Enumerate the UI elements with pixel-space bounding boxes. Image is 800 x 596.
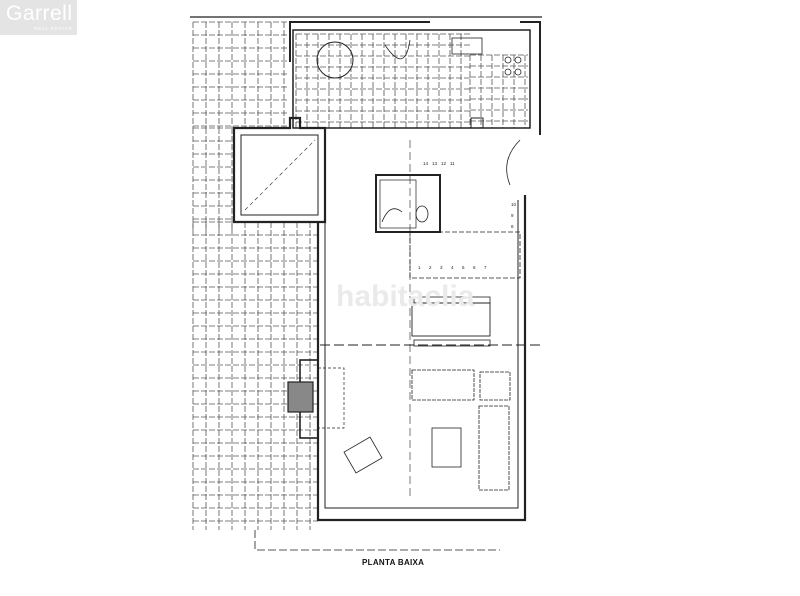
stair-number: 6 bbox=[473, 265, 476, 270]
watermark: habitaclia bbox=[336, 280, 475, 313]
stair-number: 7 bbox=[484, 265, 487, 270]
stair-number: 9 bbox=[511, 213, 514, 218]
logo-tagline: REAL ESTATE bbox=[34, 26, 73, 31]
stair-number: 12 bbox=[441, 161, 447, 166]
stair-number: 11 bbox=[450, 161, 455, 166]
brand-logo: Garrell REAL ESTATE bbox=[0, 0, 77, 35]
plan-title: PLANTA BAIXA bbox=[362, 558, 425, 567]
stair-number: 13 bbox=[432, 161, 438, 166]
stair-number: 3 bbox=[440, 265, 443, 270]
terrace-tiles bbox=[192, 21, 528, 530]
stair-number: 8 bbox=[511, 224, 514, 229]
stair-numbers-lower: 1 2 3 4 5 6 7 bbox=[418, 265, 487, 270]
logo-name: Garrell bbox=[6, 2, 73, 25]
walls bbox=[190, 16, 542, 551]
stair-number: 4 bbox=[451, 265, 454, 270]
stair-number: 14 bbox=[423, 161, 429, 166]
stair-numbers-right: 10 9 8 bbox=[511, 202, 517, 229]
stair-number: 10 bbox=[511, 202, 517, 207]
stair-number: 2 bbox=[429, 265, 432, 270]
stair-number: 1 bbox=[418, 265, 421, 270]
stair-number: 5 bbox=[462, 265, 465, 270]
